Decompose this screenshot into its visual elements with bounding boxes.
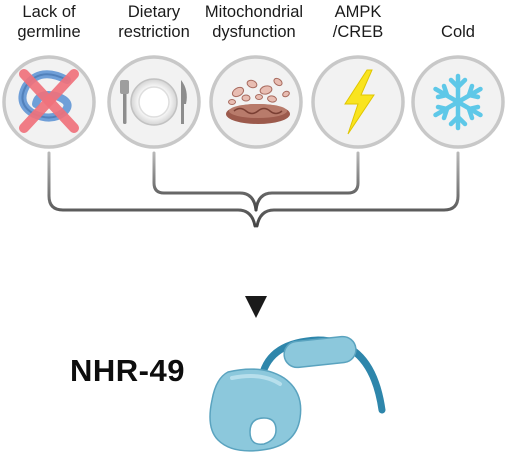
- input-label-germline: Lack of germline: [17, 2, 80, 42]
- fragmented-mitochondria-icon: [226, 77, 290, 124]
- connector-dietary: [152, 151, 258, 212]
- empty-plate-icon: [120, 78, 187, 126]
- connector-germline: [47, 151, 257, 228]
- input-label-mitochondrial-line1: Mitochondrial: [204, 3, 304, 21]
- snowflake-icon: [433, 73, 483, 131]
- lightning-bolt-icon: [344, 69, 375, 135]
- result-label: NHR-49: [70, 353, 185, 388]
- input-circles: [2, 55, 505, 149]
- input-label-ampk-line1: AMPK: [334, 3, 382, 21]
- circle-mitochondrial: [209, 55, 303, 149]
- input-label-dietary-line1: Dietary: [127, 3, 181, 21]
- input-label-cold-line1: Cold: [441, 23, 475, 41]
- input-label-mitochondrial: Mitochondrial dysfunction: [205, 2, 303, 42]
- input-label-germline-line1: Lack of: [22, 3, 76, 21]
- input-label-mitochondrial-line2: dysfunction: [212, 23, 296, 41]
- input-label-ampk: AMPK /CREB: [333, 2, 383, 42]
- arrow-head: [245, 296, 267, 318]
- input-label-ampk-line2: /CREB: [332, 23, 384, 41]
- input-label-germline-line2: germline: [17, 23, 81, 41]
- crossed-out-germline-icon: [18, 69, 79, 133]
- connector-cold: [255, 151, 460, 228]
- connector-ampk: [254, 151, 360, 212]
- nuclear-receptor-protein-icon: [209, 335, 386, 452]
- input-label-cold: Cold: [441, 22, 475, 42]
- connector-lines: [47, 151, 460, 302]
- input-label-dietary: Dietary restriction: [118, 2, 190, 42]
- input-label-dietary-line2: restriction: [118, 23, 190, 41]
